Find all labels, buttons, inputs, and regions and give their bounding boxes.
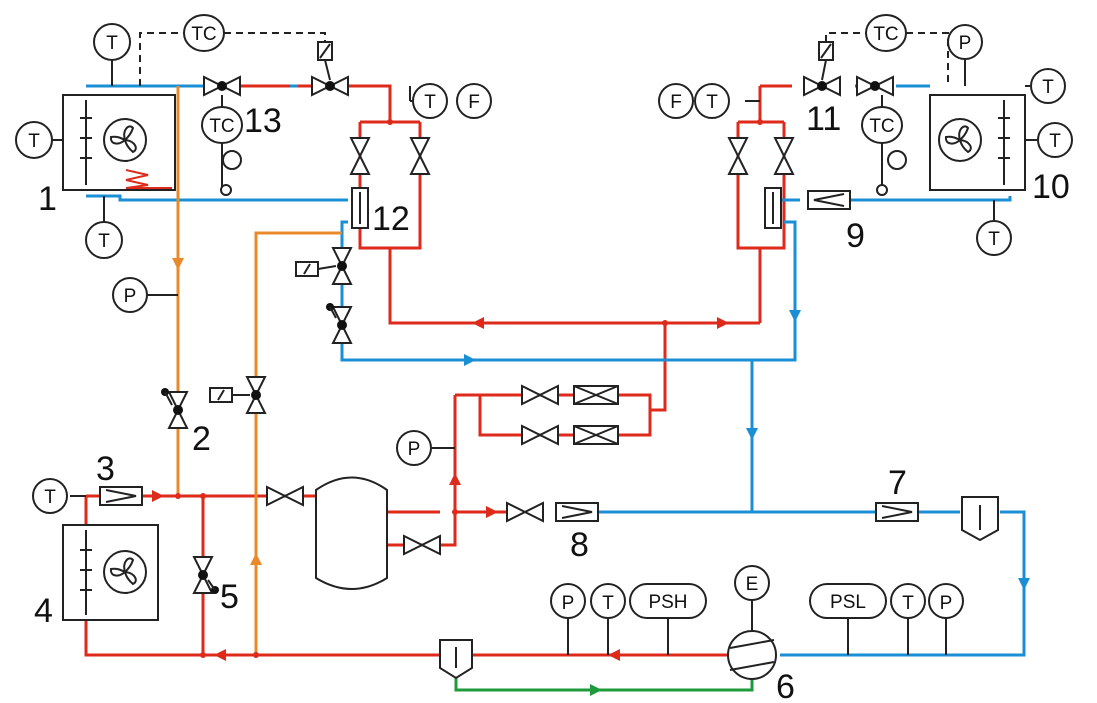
svg-text:T: T (106, 33, 118, 54)
svg-text:F: F (670, 92, 682, 113)
svg-text:T: T (28, 131, 40, 152)
svg-text:T: T (1042, 77, 1054, 98)
arrow-red-right-2 (152, 490, 164, 502)
svg-text:T: T (706, 92, 718, 113)
instrument-t-3: T (85, 221, 123, 259)
svg-text:TC: TC (869, 116, 894, 137)
oil-return-line (454, 670, 754, 692)
instrument-psl: PSL (809, 583, 887, 619)
label-1: 1 (38, 180, 57, 218)
label-5: 5 (220, 578, 239, 616)
instrument-tc-3: TC (865, 14, 907, 52)
instrument-f-1: F (456, 83, 492, 119)
svg-text:T: T (902, 593, 914, 614)
svg-text:T: T (988, 229, 1000, 250)
instrument-psh: PSH (629, 583, 707, 619)
instrument-t-9: T (32, 478, 68, 514)
svg-text:T: T (602, 593, 614, 614)
svg-text:PSH: PSH (648, 592, 687, 613)
svg-text:P: P (940, 593, 953, 614)
svg-text:T: T (98, 231, 110, 252)
instrument-tc-2: TC (201, 106, 243, 144)
svg-text:F: F (468, 92, 480, 113)
instrument-t-1: T (93, 23, 131, 61)
instrument-p-1: P (112, 277, 148, 313)
indoor-unit-1 (62, 94, 176, 191)
svg-text:TC: TC (873, 24, 898, 45)
filter-drier-9 (807, 190, 851, 210)
label-8: 8 (570, 526, 589, 564)
label-10: 10 (1032, 168, 1070, 206)
svg-text:T: T (1049, 131, 1061, 152)
filter-drier-7 (875, 502, 919, 522)
arrow-red-up (449, 473, 461, 485)
label-12: 12 (372, 200, 410, 238)
svg-text:TC: TC (191, 24, 216, 45)
arrow-orange-up (250, 553, 262, 565)
arrow-red-left-2 (608, 649, 620, 661)
label-3: 3 (96, 450, 115, 488)
compressor-6 (727, 600, 777, 680)
instrument-p-4: P (550, 583, 586, 619)
instrument-p-2: P (947, 24, 983, 60)
arrow-red-left (472, 317, 484, 329)
instrument-t-6: T (1030, 68, 1066, 104)
svg-text:PSL: PSL (830, 592, 866, 613)
svg-text:P: P (408, 439, 421, 460)
instrument-e: E (734, 565, 770, 601)
instrument-tc-4: TC (861, 106, 903, 144)
svg-text:TC: TC (209, 116, 234, 137)
arrow-orange-down (172, 258, 184, 270)
instrument-t-8: T (976, 220, 1012, 256)
instrument-t-10: T (590, 583, 626, 619)
instrument-t-5: T (694, 83, 730, 119)
instrument-t-7: T (1037, 122, 1073, 158)
instrument-t-4: T (412, 83, 448, 119)
suction-lines (86, 84, 1026, 657)
arrow-red-right-3 (486, 506, 498, 518)
instrument-p-3: P (396, 430, 432, 466)
instrument-p-5: P (928, 583, 964, 619)
arrow-red-right (717, 317, 729, 329)
instrument-t-2: T (15, 121, 53, 159)
svg-text:P: P (562, 593, 575, 614)
label-7: 7 (888, 464, 907, 502)
arrow-red-left-3 (214, 649, 226, 661)
arrow-blue-down-1 (789, 310, 801, 322)
filter-drier-3 (99, 486, 143, 506)
label-6: 6 (776, 668, 795, 703)
label-9: 9 (846, 217, 865, 255)
label-4: 4 (34, 592, 53, 630)
arrow-blue-down-2 (746, 428, 758, 440)
label-2: 2 (192, 420, 211, 458)
svg-text:P: P (959, 33, 972, 54)
instrument-t-11: T (890, 583, 926, 619)
svg-text:T: T (424, 92, 436, 113)
instrument-f-2: F (658, 83, 694, 119)
label-13: 13 (244, 102, 282, 140)
receiver-tank (315, 476, 388, 590)
label-11: 11 (806, 100, 841, 138)
svg-text:T: T (44, 487, 56, 508)
control-lines (139, 32, 949, 86)
svg-text:P: P (124, 286, 137, 307)
arrow-blue-down-3 (1018, 578, 1030, 590)
filter-drier-8 (555, 502, 599, 522)
instrument-tc-1: TC (183, 14, 225, 52)
svg-text:E: E (746, 574, 759, 595)
arrow-blue-right (464, 354, 476, 366)
flow-arrows (152, 258, 1030, 696)
arrow-green-right (590, 684, 602, 696)
outdoor-unit-4 (62, 524, 159, 621)
indoor-unit-10 (929, 94, 1026, 191)
